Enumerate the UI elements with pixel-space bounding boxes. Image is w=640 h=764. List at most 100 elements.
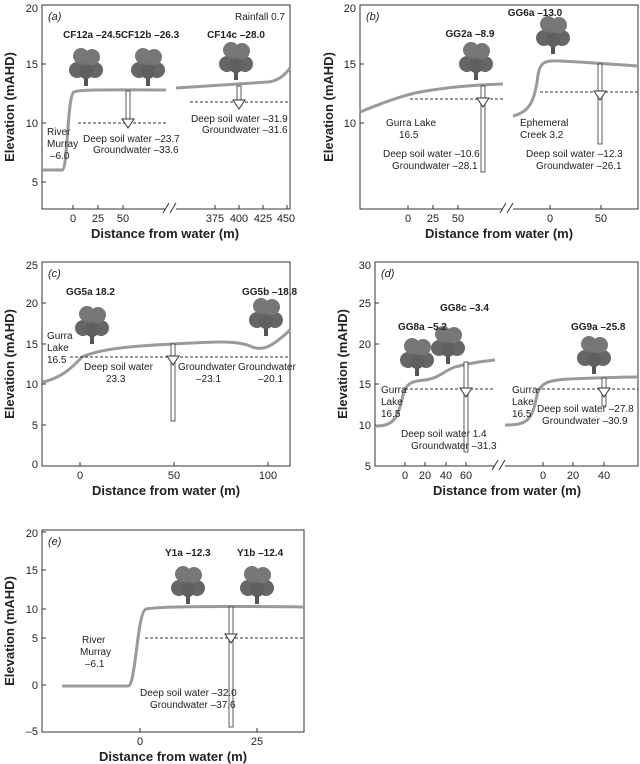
panel-a-site-label: CF14c –28.0 bbox=[207, 30, 265, 41]
panel-a-water-label: –6.0 bbox=[50, 151, 70, 162]
panel-c-site-label: GG5b –18.8 bbox=[242, 287, 297, 298]
panel-b-ground bbox=[359, 82, 504, 114]
panel-e-label: (e) bbox=[48, 536, 62, 548]
panel-e-ytick: 15 bbox=[26, 565, 38, 577]
panel-c-deep-soil-water: 23.3 bbox=[106, 374, 126, 385]
panel-c-deep-soil-water: Deep soil water bbox=[84, 362, 154, 373]
panel-b-label: (b) bbox=[366, 11, 380, 23]
tree-icon bbox=[249, 298, 283, 336]
panel-e-water-label: Murray bbox=[80, 647, 111, 658]
panel-b-deep-soil-water: Deep soil water –10.6 bbox=[383, 149, 480, 160]
panel-a: (a) Rainfall 0.7 5 10 15 20 0 25 50 375 bbox=[2, 3, 295, 241]
tree-icon bbox=[219, 42, 253, 80]
panel-d-yaxis: 5 10 15 20 25 30 bbox=[359, 260, 379, 473]
tree-icon bbox=[536, 16, 570, 54]
tree-icon bbox=[69, 48, 103, 86]
panel-d: (d) 5 10 15 20 25 30 0 20 40 60 bbox=[335, 260, 639, 498]
panel-e-yaxis: –5 0 5 10 15 20 bbox=[26, 528, 46, 738]
panel-a-rainfall: Rainfall 0.7 bbox=[235, 12, 285, 23]
panel-d-groundwater: Groundwater –30.9 bbox=[542, 416, 628, 427]
panel-a-groundwater: Groundwater –31.6 bbox=[202, 125, 288, 136]
panel-b-xtick: 0 bbox=[405, 213, 411, 225]
panel-d-xtick: 0 bbox=[402, 470, 408, 482]
tree-icon bbox=[131, 48, 165, 86]
panel-c-groundwater: Groundwater bbox=[178, 362, 236, 373]
panel-e: (e) –5 0 5 10 15 20 0 25 Distance from w… bbox=[2, 528, 305, 764]
panel-e-ytick: 20 bbox=[26, 528, 38, 540]
panel-a-ytick: 15 bbox=[26, 59, 38, 71]
panel-b-groundwater: Groundwater –26.1 bbox=[536, 161, 622, 172]
panel-a-ylabel: Elevation (mAHD) bbox=[2, 52, 17, 162]
panel-d-ground bbox=[504, 375, 639, 427]
panel-e-ytick: 5 bbox=[32, 633, 38, 645]
panel-a-site-label: CF12b –26.3 bbox=[121, 30, 180, 41]
panel-d-water-label: 16.5 bbox=[381, 409, 401, 420]
panel-b-well bbox=[480, 85, 486, 173]
panel-d-ylabel: Elevation (mAHD) bbox=[335, 309, 350, 419]
panel-d-site-label: GG8a –5.2 bbox=[398, 322, 447, 333]
panel-d-water-label: Gurra bbox=[512, 385, 538, 396]
panel-e-piezometer-icon bbox=[224, 633, 238, 644]
panel-a-ground bbox=[175, 67, 292, 90]
panel-c-label: (c) bbox=[48, 268, 61, 280]
tree-icon bbox=[171, 566, 205, 604]
panel-b-ylabel: Elevation (mAHD) bbox=[321, 52, 336, 162]
panel-a-piezometer-icon bbox=[232, 99, 246, 110]
panel-d-well bbox=[463, 361, 469, 453]
panel-e-ytick: 10 bbox=[26, 604, 38, 616]
panel-c-ytick: 15 bbox=[26, 339, 38, 351]
panel-b-ytick: 10 bbox=[344, 118, 356, 130]
panel-b-water-label: Ephemeral bbox=[520, 118, 568, 129]
panel-d-ytick: 30 bbox=[359, 260, 371, 272]
panel-b-site-label: GG2a –8.9 bbox=[446, 29, 495, 40]
panel-c-site-label: GG5a 18.2 bbox=[66, 287, 115, 298]
panel-a-xaxis: 0 25 50 375 400 425 450 bbox=[70, 202, 295, 225]
panel-b: (b) 10 15 20 0 25 50 0 50 Distance from … bbox=[321, 3, 639, 241]
panel-d-site-label: GG9a –25.8 bbox=[571, 322, 626, 333]
panel-c-ytick: 25 bbox=[26, 260, 38, 272]
panel-c-groundwater: Groundwater bbox=[238, 362, 296, 373]
tree-icon bbox=[400, 338, 434, 376]
panel-a-ytick: 5 bbox=[32, 177, 38, 189]
panel-d-water-label: Lake bbox=[381, 397, 403, 408]
panel-a-yaxis: 5 10 15 20 bbox=[26, 3, 46, 189]
panel-d-ytick: 20 bbox=[359, 339, 371, 351]
panel-e-xaxis: 0 25 bbox=[137, 728, 263, 748]
panel-d-xaxis: 0 20 40 60 0 20 40 bbox=[402, 459, 610, 482]
panel-c-water-label: Lake bbox=[47, 343, 69, 354]
panel-a-ground bbox=[43, 88, 167, 172]
panel-d-water-label: 16.5 bbox=[512, 409, 532, 420]
panel-c-ytick: 0 bbox=[32, 459, 38, 471]
panel-d-groundwater: Groundwater –31.3 bbox=[411, 441, 497, 452]
panel-c-xlabel: Distance from water (m) bbox=[92, 483, 240, 498]
panel-c-well bbox=[170, 343, 176, 422]
panel-c-ylabel: Elevation (mAHD) bbox=[2, 309, 17, 419]
panel-b-deep-soil-water: Deep soil water –12.3 bbox=[526, 149, 623, 160]
panel-a-water-label: Murray bbox=[47, 139, 78, 150]
panel-a-xtick: 375 bbox=[206, 213, 224, 225]
panel-a-xtick: 450 bbox=[277, 213, 295, 225]
panel-b-xtick: 50 bbox=[452, 213, 464, 225]
panel-d-piezometer-icon bbox=[597, 387, 611, 398]
panel-d-label: (d) bbox=[381, 268, 395, 280]
panel-b-water-label: 16.5 bbox=[399, 130, 419, 141]
panel-d-ytick: 5 bbox=[365, 461, 371, 473]
panel-b-xaxis: 0 25 50 0 50 bbox=[405, 202, 607, 225]
panel-e-well bbox=[228, 606, 234, 728]
panel-a-xtick: 0 bbox=[70, 213, 76, 225]
panel-c-xtick: 50 bbox=[168, 470, 180, 482]
panel-e-deep-soil-water: Deep soil water –32.0 bbox=[140, 688, 237, 699]
panel-d-deep-soil-water: Deep soil water –27.8 bbox=[537, 404, 634, 415]
panel-d-deep-soil-water: Deep soil water 1.4 bbox=[401, 429, 487, 440]
panel-c-groundwater: –23.1 bbox=[196, 374, 221, 385]
panel-a-xtick: 400 bbox=[230, 213, 248, 225]
panel-e-ylabel: Elevation (mAHD) bbox=[2, 576, 17, 686]
panel-d-ytick: 15 bbox=[359, 379, 371, 391]
panel-a-deep-soil-water: Deep soil water –23.7 bbox=[83, 134, 180, 145]
panel-e-xlabel: Distance from water (m) bbox=[99, 749, 247, 764]
panel-e-xtick: 0 bbox=[137, 736, 143, 748]
panel-c-xtick: 0 bbox=[77, 470, 83, 482]
tree-icon bbox=[459, 42, 493, 80]
panel-a-label: (a) bbox=[48, 11, 62, 23]
